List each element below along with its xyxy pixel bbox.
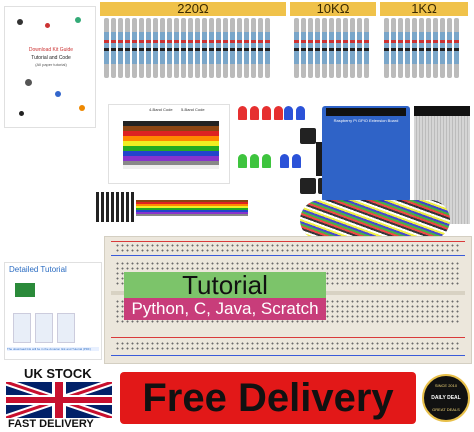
badge-middle-text: DAILY DEAL [431, 395, 461, 401]
power-rail-blue [111, 255, 465, 256]
color-band-table [123, 121, 219, 169]
resistors-10k [294, 18, 369, 78]
red-led [262, 106, 271, 120]
detailed-tutorial-title: Detailed Tutorial [9, 265, 67, 274]
jumper-pins [96, 192, 136, 222]
uk-flag [6, 382, 112, 418]
doc-thumbnail [57, 313, 75, 343]
doc-thumbnail [35, 313, 53, 343]
gpio-board-label: Raspberry Pi GPIO Extension Board [333, 118, 399, 123]
component-icon [25, 79, 32, 86]
blue-led [296, 106, 305, 120]
color-card-subtitle: 5-Band Code [181, 107, 205, 112]
badge-top-text: SINCE 2010 [434, 383, 458, 388]
fast-delivery-text: FAST DELIVERY [8, 418, 94, 430]
free-delivery-banner: Free Delivery [120, 372, 416, 424]
red-led [250, 106, 259, 120]
detailed-tutorial-card: Detailed Tutorial The download link will… [4, 262, 102, 360]
green-led [238, 154, 247, 168]
blue-led [284, 106, 293, 120]
detailed-tutorial-caption: The download link will be in the Amazon … [7, 347, 99, 351]
component-icon [55, 91, 61, 97]
badge-bottom-text: GREAT DEALS [432, 407, 460, 412]
red-led [238, 106, 247, 120]
resistors-220 [104, 18, 270, 78]
pi-board-icon [15, 283, 35, 297]
resistor-color-card: 4-Band Code 5-Band Code [108, 104, 230, 184]
uk-stock-text: UK STOCK [24, 366, 92, 381]
color-card-title: 4-Band Code [149, 107, 173, 112]
guide-line1: Tutorial and Code [31, 55, 71, 61]
label-10k-ohm: 10KΩ [290, 2, 376, 16]
daily-deal-badge: SINCE 2010 DAILY DEAL GREAT DEALS [422, 374, 470, 422]
label-220-ohm: 220Ω [100, 2, 286, 16]
power-rail-red [111, 241, 465, 242]
breadboard [104, 236, 472, 364]
green-led [262, 154, 271, 168]
guide-line2: (All paper tutorial) [35, 62, 67, 67]
blue-led [280, 154, 289, 168]
component-icon [45, 23, 50, 28]
component-icon [19, 111, 24, 116]
push-button [300, 178, 316, 194]
jumper-wire-bundle [300, 200, 450, 240]
component-icon [17, 19, 23, 25]
component-icon [79, 105, 85, 111]
gpio-header [326, 108, 406, 116]
label-1k-ohm: 1KΩ [380, 2, 468, 16]
gpio-extension-board: Raspberry Pi GPIO Extension Board [322, 106, 410, 202]
guide-title: Download Kit Guide [28, 47, 74, 53]
blue-led [292, 154, 301, 168]
ribbon-connector [414, 106, 470, 116]
languages-banner: Python, C, Java, Scratch [124, 298, 326, 320]
red-led [274, 106, 283, 120]
kit-guide-card: Download Kit Guide Tutorial and Code (Al… [4, 6, 96, 128]
green-led [250, 154, 259, 168]
push-button [300, 128, 316, 144]
resistors-1k [384, 18, 459, 78]
component-icon [75, 17, 81, 23]
tutorial-banner: Tutorial [124, 272, 326, 298]
doc-thumbnail [13, 313, 31, 343]
